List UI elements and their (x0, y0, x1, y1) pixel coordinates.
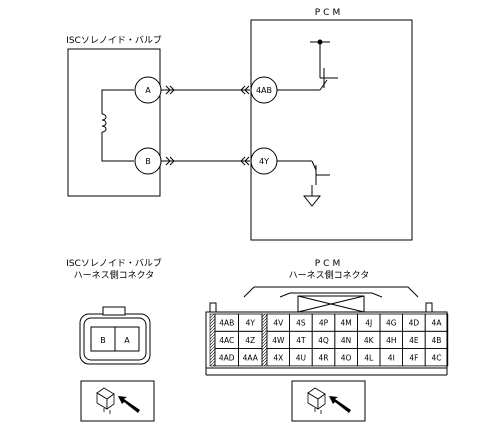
pcm-connector-cell-4w: 4W (272, 336, 285, 345)
pcm-connector-cell-4n: 4N (341, 336, 351, 345)
solenoid-coil (101, 89, 134, 162)
pcm-connector-cell-box (424, 348, 449, 367)
pcm-connector-hatch-left (209, 313, 216, 367)
isc-connector-face (79, 306, 151, 365)
connector-symbols (165, 85, 250, 166)
pcm-connector-cell-4ac: 4AC (219, 336, 234, 345)
pcm-connector-cell-box (238, 348, 263, 367)
pcm-connector-title-2: ハーネス側コネクタ (289, 269, 370, 281)
pcm-connector-cell-4x: 4X (273, 353, 283, 362)
pcm-connector-cell-4t: 4T (296, 336, 306, 345)
pcm-connector-cell-4d: 4D (409, 319, 420, 328)
pcm-connector-cell-4r: 4R (319, 353, 329, 362)
pcm-connector-cell-4g: 4G (386, 319, 397, 328)
isc-connector-cell-a: A (124, 336, 130, 345)
pcm-view-direction-icon (291, 380, 366, 422)
pcm-connector-cell-4ad: 4AD (219, 353, 235, 362)
pcm-pin-4ab: 4AB (256, 86, 272, 95)
pcm-connector-cell-4l: 4L (364, 353, 374, 362)
isc-connector-title-2: ハーネス側コネクタ (74, 269, 155, 281)
pcm-connector-title-1: PCM (315, 259, 343, 269)
pcm-connector-cell-4s: 4S (296, 319, 306, 328)
pcm-connector-cell-4c: 4C (431, 353, 441, 362)
pcm-connector-cell-4z: 4Z (245, 336, 255, 345)
pcm-connector-cell-4u: 4U (296, 353, 306, 362)
pcm-connector-cell-4b: 4B (432, 336, 442, 345)
pcm-connector-cell-4aa: 4AA (243, 353, 259, 362)
solenoid-pin-a: A (145, 86, 151, 95)
pcm-connector-cell-4a: 4A (432, 319, 443, 328)
solenoid-pin-b: B (145, 157, 151, 166)
transistor-lower (277, 160, 330, 207)
pcm-connector-cell-4y: 4Y (246, 319, 256, 328)
pcm-pin-4y: 4Y (259, 157, 269, 166)
isc-solenoid-box (67, 48, 161, 197)
pcm-connector-cell-4v: 4V (273, 319, 284, 328)
pcm-connector-cell-4m: 4M (340, 319, 351, 328)
transistor-upper (277, 39, 338, 91)
pcm-connector-cell-4p: 4P (319, 319, 329, 328)
isc-view-direction-icon (80, 380, 155, 422)
pcm-connector-cell-4h: 4H (386, 336, 396, 345)
harness-wires (161, 89, 250, 162)
pcm-connector-body (205, 286, 448, 376)
pcm-connector-cell-4f: 4F (409, 353, 418, 362)
isc-solenoid-title: ISCソレノイド・バルブ (66, 34, 162, 46)
pcm-box (250, 19, 413, 241)
pcm-connector-cell-4i: 4I (388, 353, 395, 362)
pcm-connector-hatch-mid (261, 313, 268, 367)
pcm-connector-cell-4j: 4J (365, 319, 372, 328)
pcm-connector-cell-4q: 4Q (318, 336, 329, 345)
pcm-connector-cell-4ab: 4AB (219, 319, 234, 328)
pcm-connector-grid: 4AB 4Y 4V 4S 4P 4M 4J 4G 4D 4A 4AC 4Z 4W 4T 4Q 4N 4K 4H 4E… (214, 313, 449, 367)
pcm-connector-cell-4e: 4E (409, 336, 419, 345)
pcm-connector-cell-4k: 4K (364, 336, 375, 345)
isc-connector-cell-b: B (100, 336, 106, 345)
pcm-title: PCM (315, 8, 343, 18)
isc-connector-title-1: ISCソレノイド・バルブ (66, 257, 162, 269)
pcm-connector-cell-4o: 4O (341, 353, 352, 362)
